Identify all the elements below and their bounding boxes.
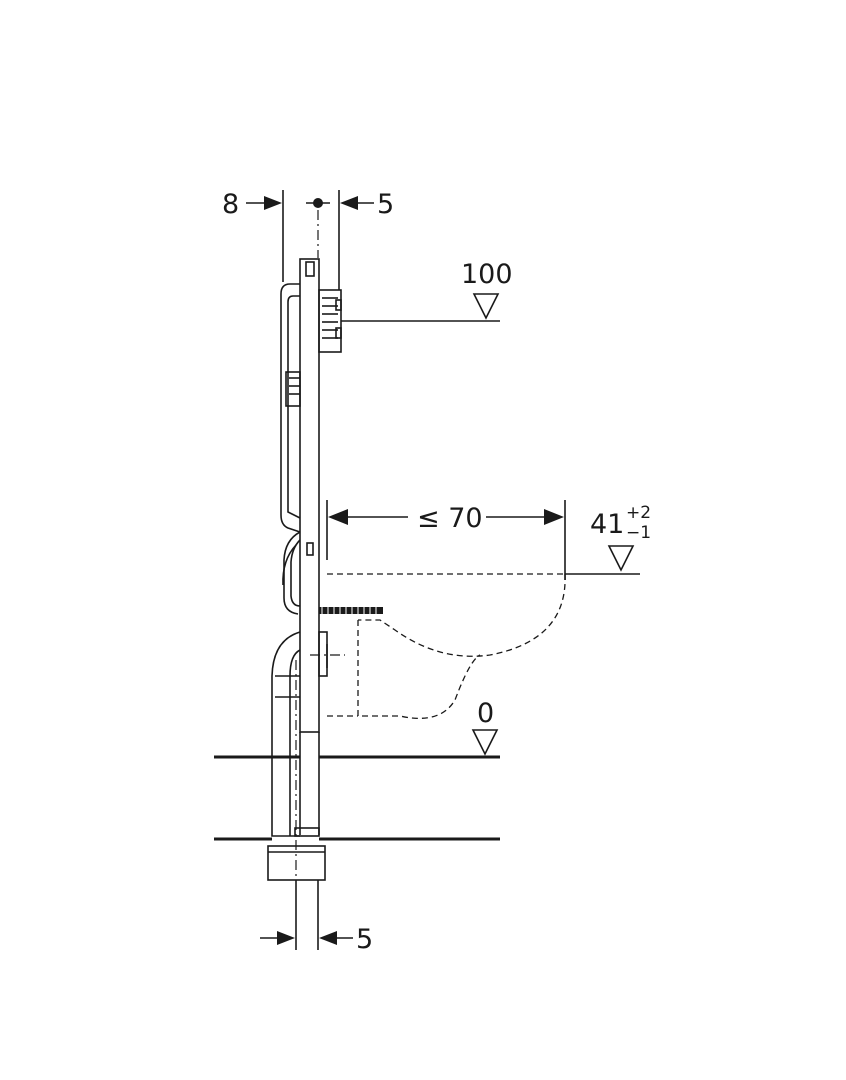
level-bowl-height: 41 +2 −1 — [565, 503, 651, 575]
level-100: 100 — [341, 259, 513, 322]
bowl-height-label: 41 — [590, 509, 624, 540]
bowl-height-upper-tol: +2 — [626, 503, 651, 523]
wc-bowl-outline — [327, 573, 566, 719]
level-100-label: 100 — [461, 259, 513, 290]
dim-5-bottom: 5 — [260, 880, 373, 955]
dim-5-bottom-label: 5 — [356, 924, 373, 955]
level-0-label: 0 — [477, 698, 494, 729]
dim-8-label: 8 — [222, 189, 239, 220]
floor-lines — [214, 755, 500, 841]
centerline-marker — [306, 198, 330, 258]
projection-label: ≤ 70 — [417, 503, 483, 534]
dim-8-top: 8 — [222, 189, 284, 282]
flush-plate — [318, 289, 342, 353]
threaded-rod — [319, 607, 383, 614]
cistern — [280, 283, 301, 615]
bowl-height-lower-tol: −1 — [626, 523, 651, 543]
dim-5-top: 5 — [338, 189, 394, 290]
level-0: 0 — [471, 698, 499, 756]
drain-pipe — [267, 631, 345, 881]
dim-5-top-label: 5 — [377, 189, 394, 220]
dim-projection: ≤ 70 — [326, 500, 566, 580]
installation-frame — [294, 258, 320, 837]
